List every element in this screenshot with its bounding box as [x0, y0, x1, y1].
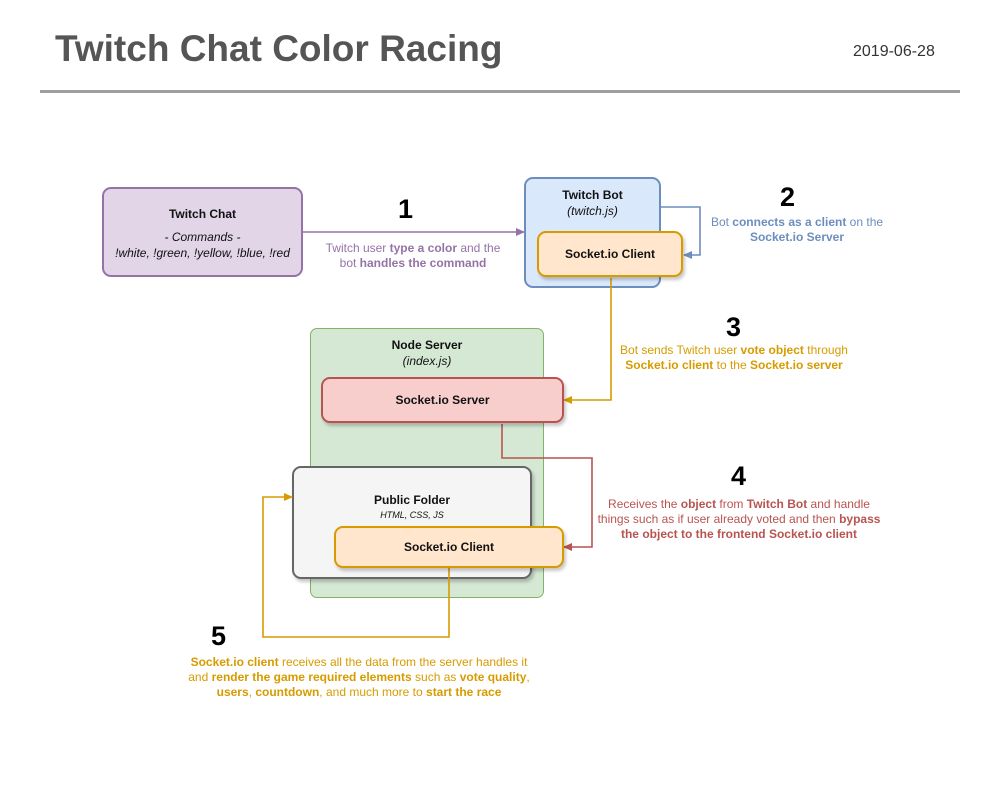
step-2-number: 2: [780, 182, 796, 212]
twitch-chat-title: Twitch Chat: [168, 207, 237, 221]
public-folder-title: Public Folder: [373, 493, 450, 507]
public-folder-tech: HTML, CSS, JS: [380, 510, 444, 520]
bot-socketio-client: Socket.io Client: [537, 231, 683, 277]
step-1-description: Twitch user type a color and the bot han…: [325, 241, 501, 270]
step-3-number: 3: [726, 312, 742, 342]
step-1-number: 1: [398, 194, 414, 224]
twitch-chat-commands: !white, !green, !yellow, !blue, !red: [115, 246, 290, 260]
arrow-frontend-render: [262, 493, 450, 638]
node-server-title: Node Server: [391, 338, 463, 352]
arrow-bot-to-server: [563, 278, 612, 404]
server-socketio-server: Socket.io Server: [321, 377, 564, 423]
step-4-description: Receives the object from Twitch Bot and …: [597, 497, 881, 541]
twitch-chat-commands-heading: - Commands -: [164, 230, 241, 244]
page-date: 2019-06-28: [853, 43, 935, 60]
step-2-description: Bot connects as a client on the Socket.i…: [710, 215, 884, 244]
header-divider: [40, 90, 960, 93]
step-5-number: 5: [211, 621, 227, 651]
twitch-chat-box: Twitch Chat - Commands - !white, !green,…: [102, 187, 303, 277]
step-5-description: Socket.io client receives all the data f…: [188, 655, 530, 699]
node-server-file: (index.js): [402, 354, 452, 368]
page-title: Twitch Chat Color Racing: [55, 28, 503, 69]
step-3-description: Bot sends Twitch user vote object throug…: [620, 343, 848, 372]
step-4-number: 4: [731, 461, 747, 491]
twitch-bot-title: Twitch Bot: [562, 188, 623, 202]
twitch-bot-file: (twitch.js): [567, 204, 618, 218]
arrow-server-to-frontend: [501, 424, 593, 551]
arrow-bot-connect: [660, 206, 701, 259]
frontend-socketio-client: Socket.io Client: [334, 526, 564, 568]
